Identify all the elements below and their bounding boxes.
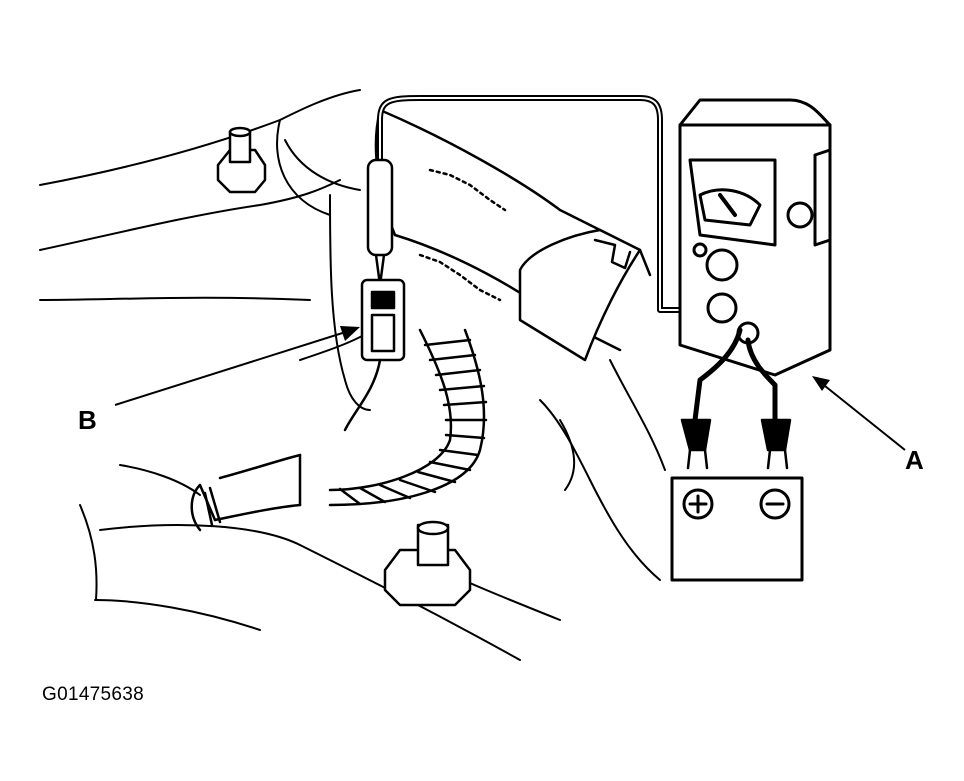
stud-bolt-right (383, 520, 472, 607)
probe (366, 158, 394, 287)
leader-a (812, 376, 906, 451)
battery-clamp-positive (680, 418, 712, 470)
figure-code: G01475638 (42, 684, 145, 705)
battery-clamp-negative (760, 418, 792, 470)
leader-b (114, 326, 360, 406)
battery-cables (692, 327, 778, 423)
callout-a: A (905, 445, 924, 475)
engine-contours (39, 89, 666, 661)
corrugated-tube (190, 328, 488, 532)
battery (670, 476, 804, 582)
stud-bolt-left (216, 126, 267, 194)
intake-hose (374, 108, 652, 362)
connector-b (343, 278, 406, 432)
callout-b: B (78, 405, 97, 435)
multimeter (678, 98, 832, 377)
test-lead-inner (379, 97, 701, 311)
